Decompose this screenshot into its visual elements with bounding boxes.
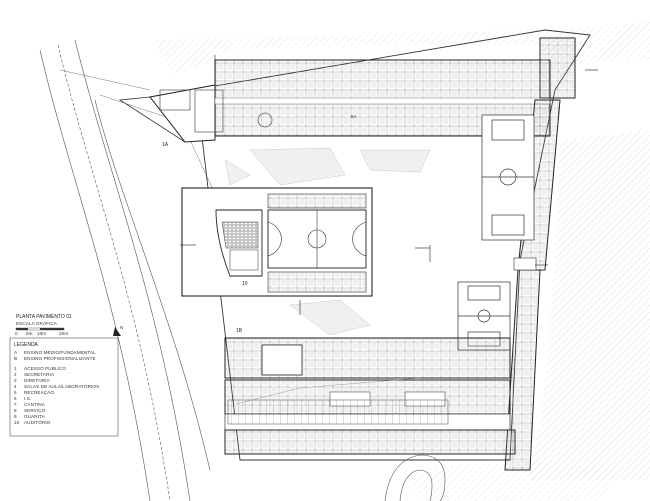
north-label: N [120,325,123,330]
legend-item-key: 5 [14,390,17,395]
landscape-patches [224,147,431,336]
scale-label: ESCALA GRÁFICA [16,320,58,326]
parking-lot [227,377,449,425]
block-5a-tag: 5A [351,114,357,119]
north-arrow-icon [113,327,121,336]
legend-item-key: 6 [14,396,17,401]
legend-item-text: I.S. [24,396,31,401]
legend-item-key: 9 [14,414,17,419]
legend-item-text: CANTINA [24,402,46,407]
legend-item-key: 2 [14,372,17,377]
scale-tick-10: 10m [37,331,46,336]
legend-block-key: A [14,350,18,355]
legend-block-text: ENSINO MÉDIO/FUNDAMENTAL [24,349,96,355]
scale-tick-20: 20m [59,331,68,336]
street-edge [39,39,211,501]
scale-tick-5: 5m [26,331,33,336]
legend-item-text: AUDITÓRIO [24,419,51,425]
legend-item-text: GUARITA [24,414,46,419]
legend-item-key: 7 [14,402,17,407]
scale-tick-0: 0 [15,331,18,336]
legend-item-key: 1 [14,366,17,371]
auditorium-number-tag: 10 [242,281,248,287]
drawing-title: PLANTA PAVIMENTO 01 [16,314,72,320]
legend-block-text: ENSINO PROFISSIONALIZANTE [24,356,96,361]
legend-item-text: SECRETARIA [24,372,55,377]
surrounding-hatch [150,20,650,501]
legend-block-key: B [14,356,17,361]
legend-item-key: 4 [14,384,17,389]
legend-item-key: 8 [14,408,17,413]
legend-item-text: RECREAÇÃO [24,389,54,395]
section-lines [180,55,598,315]
central-gym-block [181,187,373,297]
legend-item-text: ACESSO PÚBLICO [24,365,66,371]
scale-bar [15,327,65,331]
legend-heading: LEGENDA [14,342,39,348]
block-1a-tag: 1A [162,142,169,148]
block-1b-tag: 1B [236,328,243,334]
legend-item-text: DIRETORIA [24,378,51,383]
entrance-drive [384,454,446,501]
legend-item-text: SERVIÇO [24,408,46,413]
legend-item-text: SALAS DE AULA/LABORATÓRIOS [24,383,99,389]
legend: LEGENDA A ENSINO MÉDIO/FUNDAMENTAL B ENS… [9,337,119,437]
legend-item-key: 3 [14,378,17,383]
legend-item-key: 10 [14,420,20,425]
